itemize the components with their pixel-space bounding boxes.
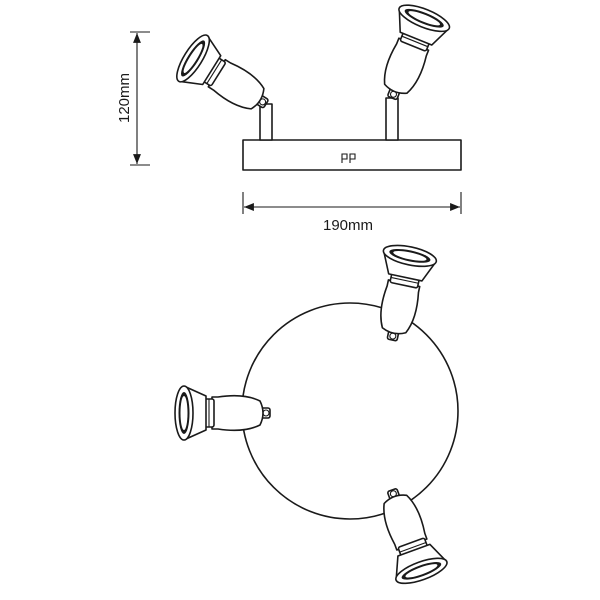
right-spotlight-side — [366, 0, 454, 109]
height-label: 120mm — [116, 73, 133, 123]
width-label: 190mm — [323, 217, 373, 234]
plate-mark — [341, 153, 356, 163]
top-view — [174, 240, 459, 590]
height-dimension: 120mm — [116, 31, 150, 166]
right-post — [385, 97, 399, 141]
left-post — [259, 103, 273, 141]
round-base — [241, 302, 459, 520]
side-view — [170, 0, 462, 171]
width-dimension: 190mm — [242, 192, 462, 234]
base-plate — [242, 139, 462, 171]
